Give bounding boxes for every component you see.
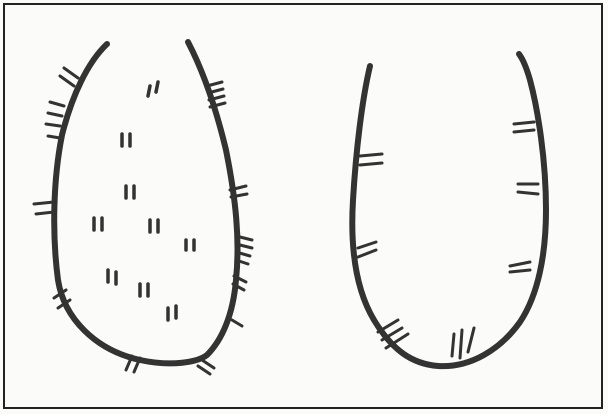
right-shape xyxy=(352,54,546,366)
right-shape-hairs xyxy=(358,122,538,358)
left-shape xyxy=(34,42,252,374)
left-shape-inner-marks xyxy=(94,82,194,320)
right-shape-outline xyxy=(352,54,546,366)
left-shape-outline xyxy=(54,42,237,363)
